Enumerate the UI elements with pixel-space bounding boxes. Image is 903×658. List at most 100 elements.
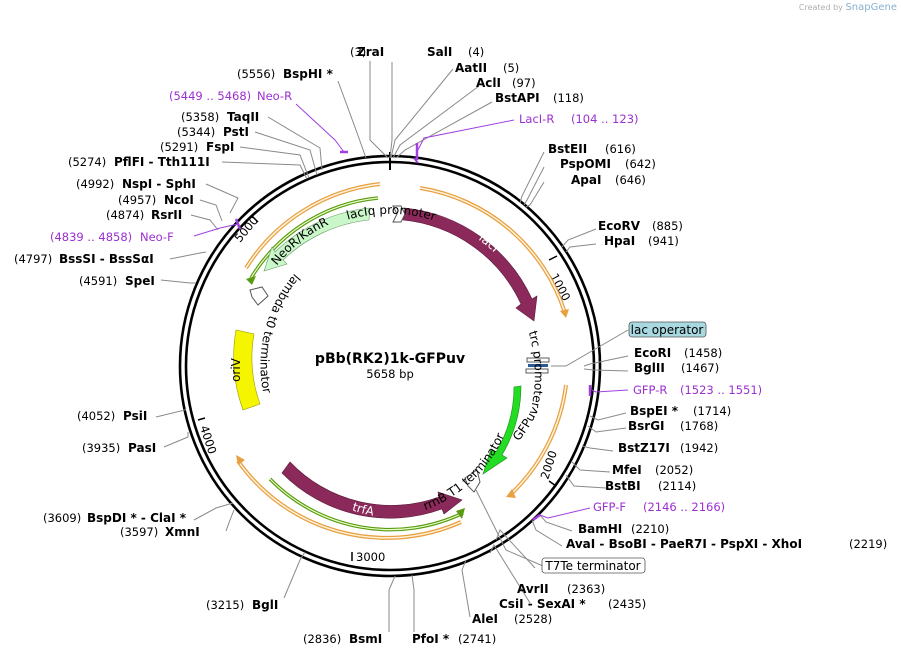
site-spei[interactable]: SpeI <box>125 274 155 288</box>
site-pos-acli: (97) <box>512 76 536 90</box>
site-bspdi-clai[interactable]: BspDI * - ClaI * <box>87 511 187 525</box>
oriV-label: oriV <box>229 357 243 382</box>
site-pos-xmni: (3597) <box>120 525 158 539</box>
site-pfoi[interactable]: PfoI * <box>412 632 450 646</box>
site-xmni[interactable]: XmnI <box>165 525 200 539</box>
site-ncoi[interactable]: NcoI <box>164 193 194 207</box>
site-pos-sphi: (4992) <box>76 177 114 191</box>
rrnB-terminator-symbol[interactable] <box>464 469 481 493</box>
lacI-arrow[interactable] <box>402 207 538 322</box>
site-bsssi[interactable]: BssSI - BssSαI <box>59 252 154 266</box>
NeoR-track-green <box>246 196 379 285</box>
site-pos-ecori: (1458) <box>684 346 722 360</box>
site-acli[interactable]: AclI <box>476 76 501 90</box>
site-taqii[interactable]: TaqII <box>227 110 259 124</box>
site-bspei[interactable]: BspEI * <box>630 404 679 418</box>
site-pos-pasi: (3935) <box>82 441 120 455</box>
site-pos-sali: (4) <box>468 45 484 59</box>
site-psti[interactable]: PstI <box>223 125 249 139</box>
t7te-terminator-box[interactable]: T7Te terminator <box>541 557 646 574</box>
primer-range-neo-f: (4839 .. 4858) <box>50 230 132 244</box>
site-psii[interactable]: PsiI <box>123 409 147 423</box>
lambda-terminator-symbol[interactable] <box>249 286 269 306</box>
primer-range-gfp-r: (1523 .. 1551) <box>680 383 762 397</box>
primer-gfp-r[interactable]: GFP-R <box>633 383 667 397</box>
site-pos-hpai: (941) <box>648 234 679 248</box>
primer-neo-r[interactable]: Neo-R <box>257 89 292 103</box>
site-bstapi[interactable]: BstAPI <box>495 91 540 105</box>
site-pos-rsrii: (4874) <box>106 208 144 222</box>
site-pos-clai: (3609) <box>43 511 81 525</box>
site-pos-taqii: (5358) <box>181 110 219 124</box>
site-pos-bsteii: (616) <box>605 142 636 156</box>
oriV-arrow[interactable] <box>233 329 261 411</box>
site-rsrii[interactable]: RsrII <box>151 208 182 222</box>
site-bamhi[interactable]: BamHI <box>578 522 622 536</box>
primer-range-neo-r: (5449 .. 5468) <box>169 89 251 103</box>
primer-gfp-f[interactable]: GFP-F <box>593 500 626 514</box>
site-sali[interactable]: SalI <box>427 45 452 59</box>
site-alei[interactable]: AleI <box>472 612 498 626</box>
primer-leader-lines <box>193 103 629 522</box>
site-leader-lines <box>155 61 629 632</box>
site-pos-pfoi: (2741) <box>458 632 496 646</box>
site-apai[interactable]: ApaI <box>571 173 601 187</box>
site-fspi[interactable]: FspI <box>206 140 234 154</box>
NeoR-track-orange <box>244 182 381 270</box>
trfA-track-orange <box>236 455 462 540</box>
site-pos-alei: (2528) <box>514 612 552 626</box>
site-bsmi[interactable]: BsmI <box>349 632 382 646</box>
site-pos-bspei: (1714) <box>693 404 731 418</box>
site-pos-pflfi: (5274) <box>68 155 106 169</box>
site-zrai[interactable]: ZraI <box>357 45 384 59</box>
lac-operator-box[interactable]: lac operator <box>628 321 707 338</box>
site-pos-apai: (646) <box>615 173 646 187</box>
site-csii-sexai[interactable]: CsiI - SexAI * <box>499 597 586 611</box>
lacIq-promoter-label: lacIq promoter <box>345 203 438 224</box>
site-hpai[interactable]: HpaI <box>604 234 635 248</box>
site-pos-bstbi: (2114) <box>658 479 696 493</box>
GFPuv-arrow[interactable] <box>482 385 522 475</box>
lac-operator-leader <box>551 329 629 367</box>
lacI-track <box>419 186 569 318</box>
t7te-terminator-label: T7Te terminator <box>544 559 640 573</box>
site-bstbi[interactable]: BstBI <box>605 479 641 493</box>
site-bsphi[interactable]: BspHI * <box>283 67 334 81</box>
site-ecorv[interactable]: EcoRV <box>598 219 641 233</box>
site-pos-pspomi: (642) <box>625 157 656 171</box>
site-avrii[interactable]: AvrII <box>517 582 549 596</box>
rrnB-terminator-label: rrnB T1 terminator <box>421 431 507 513</box>
site-pasi[interactable]: PasI <box>128 441 156 455</box>
trfA-label: trfA <box>351 500 376 519</box>
primer-range-laci-r: (104 .. 123) <box>571 112 639 126</box>
site-pos-csii-sexai: (2435) <box>608 597 646 611</box>
site-bglii[interactable]: BglII <box>634 361 665 375</box>
tick-label-5000: 5000 <box>232 213 262 244</box>
site-pflfi-tth111i[interactable]: PflFI - Tth111I <box>114 155 210 169</box>
site-pspomi[interactable]: PspOMI <box>560 157 611 171</box>
site-pos-aatii: (5) <box>503 61 519 75</box>
site-nspi-sphi[interactable]: NspI - SphI <box>122 177 196 191</box>
t7te-leader <box>475 489 544 567</box>
site-bsteii[interactable]: BstEII <box>548 142 587 156</box>
primer-laci-r[interactable]: LacI-R <box>519 112 554 126</box>
site-pos-bsssi: (4797) <box>14 252 52 266</box>
site-bstz17i[interactable]: BstZ17I <box>618 441 670 455</box>
site-bgli[interactable]: BglI <box>252 598 278 612</box>
site-avai-group[interactable]: AvaI - BsoBI - PaeR7I - PspXI - XhoI <box>566 537 802 551</box>
plasmid-name: pBb(RK2)1k-GFPuv <box>315 351 465 367</box>
site-ecori[interactable]: EcoRI <box>634 346 671 360</box>
site-mfei[interactable]: MfeI <box>612 463 642 477</box>
site-bsrgi[interactable]: BsrGI <box>628 419 665 433</box>
trfA-arrow[interactable] <box>281 461 463 519</box>
site-pos-mfei: (2052) <box>655 463 693 477</box>
lac-operator-symbol[interactable] <box>525 357 550 374</box>
primer-neo-f[interactable]: Neo-F <box>140 230 174 244</box>
site-aatii[interactable]: AatII <box>455 61 487 75</box>
NeoR-arrow[interactable] <box>263 207 371 272</box>
snapgene-logo: SnapGene <box>845 2 897 13</box>
lacIq-promoter-arrow[interactable] <box>392 205 406 223</box>
site-pos-ecorv: (885) <box>652 219 683 233</box>
site-pos-bamhi: (2210) <box>631 522 669 536</box>
